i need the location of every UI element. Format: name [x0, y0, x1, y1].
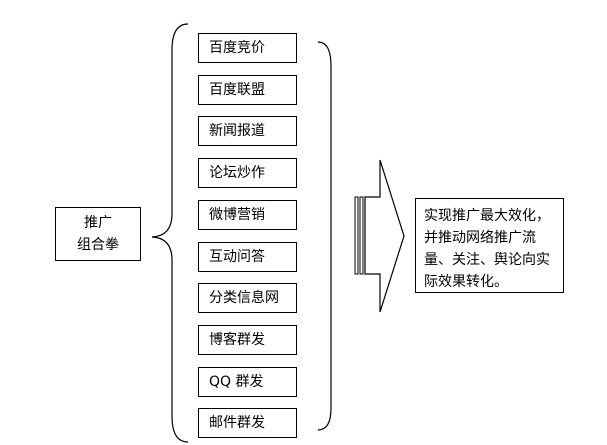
result-line1: 实现推广最大效化， — [424, 208, 550, 224]
source-label-line2: 组合拳 — [77, 237, 119, 253]
channel-box: 微博营销 — [198, 200, 297, 230]
channel-label: 百度竞价 — [209, 39, 265, 56]
right-bracket — [317, 41, 332, 431]
channel-box: 论坛炒作 — [198, 158, 297, 188]
channel-label: 微博营销 — [209, 206, 265, 223]
channel-label: 论坛炒作 — [209, 164, 265, 181]
result-line3: 量、关注、舆论向实 — [424, 252, 550, 268]
channel-box: QQ 群发 — [198, 367, 297, 397]
channel-label: QQ 群发 — [209, 373, 264, 390]
source-label-line1: 推广 — [84, 215, 112, 231]
left-brace — [151, 23, 189, 443]
channel-box: 新闻报道 — [198, 116, 297, 146]
result-node: 实现推广最大效化， 并推动网络推广流 量、关注、舆论向实 际效果转化。 — [415, 198, 564, 293]
channel-box: 互动问答 — [198, 242, 297, 272]
channel-box: 百度联盟 — [198, 75, 297, 105]
channel-box: 分类信息网 — [198, 283, 297, 313]
result-line4: 际效果转化。 — [424, 274, 508, 290]
result-line2: 并推动网络推广流 — [424, 230, 536, 246]
channel-box: 邮件群发 — [198, 408, 297, 438]
channel-label: 百度联盟 — [209, 81, 265, 98]
block-arrow — [354, 159, 405, 313]
channel-box: 百度竞价 — [198, 33, 297, 63]
channel-label: 新闻报道 — [209, 122, 265, 139]
channel-label: 互动问答 — [209, 248, 265, 265]
channel-label: 分类信息网 — [209, 289, 279, 306]
channel-label: 邮件群发 — [209, 414, 265, 431]
channel-label: 博客群发 — [209, 331, 265, 348]
source-node: 推广 组合拳 — [55, 207, 141, 261]
channel-box: 博客群发 — [198, 325, 297, 355]
